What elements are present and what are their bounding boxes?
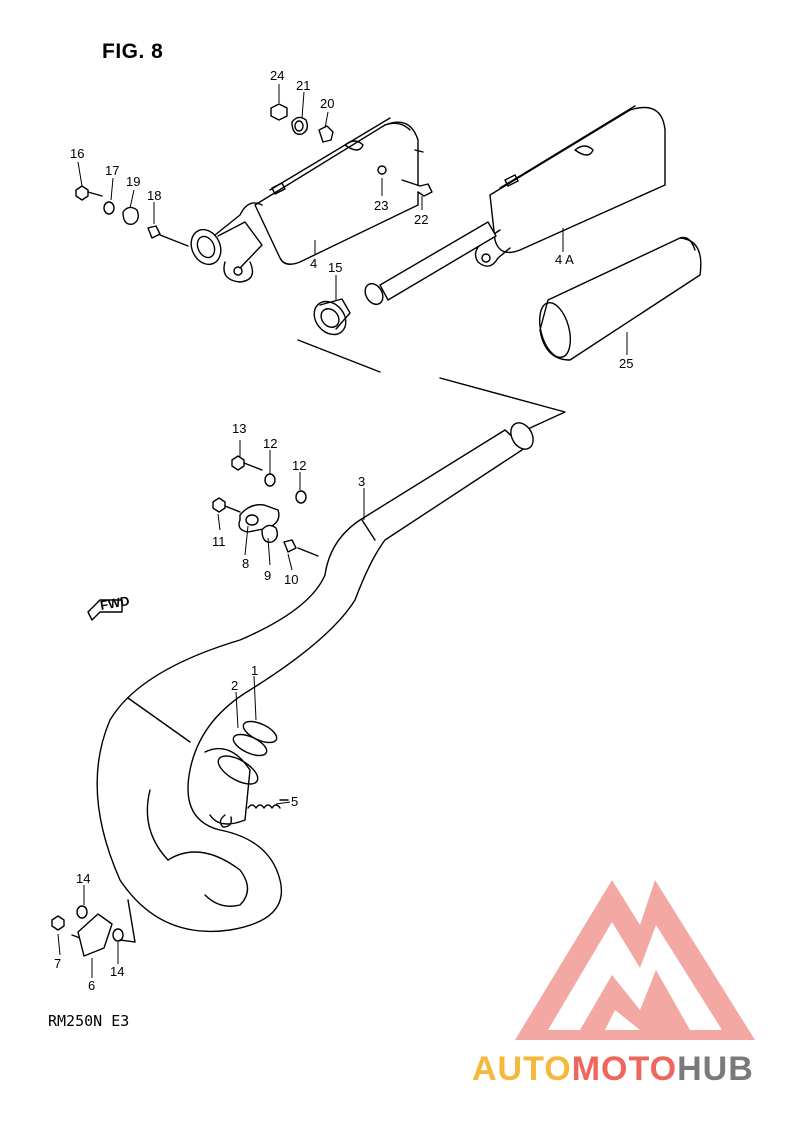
- callout-13: 13: [232, 421, 246, 436]
- figure-title: FIG. 8: [102, 40, 164, 63]
- callout-12-lower: 12: [292, 458, 306, 473]
- silencer-packing: [538, 236, 702, 361]
- bracket-parts: [212, 455, 319, 557]
- spring-5: [247, 799, 289, 809]
- callout-1: 1: [251, 663, 258, 678]
- callout-17: 17: [105, 163, 119, 178]
- callout-22: 22: [414, 212, 428, 227]
- muffler-left: [190, 117, 424, 283]
- model-code: RM250N E3: [48, 1012, 130, 1030]
- fwd-label: FWD: [99, 593, 131, 613]
- leader-lines: [57, 84, 628, 978]
- callout-24: 24: [270, 68, 284, 83]
- callout-4: 4: [310, 256, 317, 271]
- callout-4a: 4 A: [555, 252, 574, 267]
- callout-10: 10: [284, 572, 298, 587]
- callout-15: 15: [328, 260, 342, 275]
- callout-23: 23: [374, 198, 388, 213]
- callout-14-top: 14: [76, 871, 90, 886]
- callout-19: 19: [126, 174, 140, 189]
- brand-moto: MOTO: [571, 1050, 678, 1088]
- bottom-bracket: [51, 899, 136, 957]
- callout-14-bottom: 14: [110, 964, 124, 979]
- callout-9: 9: [264, 568, 271, 583]
- callout-labels: 24 21 20 16 17 19 18 23 22 4 15 4 A 25 1…: [54, 68, 633, 993]
- watermark-brand: AUTOMOTOHUB: [472, 1050, 754, 1089]
- callout-20: 20: [320, 96, 334, 111]
- fwd-arrow-icon: [87, 599, 123, 621]
- brand-hub: HUB: [677, 1050, 754, 1088]
- callout-11: 11: [212, 534, 226, 549]
- callout-6: 6: [88, 978, 95, 993]
- grommet-15: [313, 298, 351, 336]
- callout-12-top: 12: [263, 436, 277, 451]
- fastener-group-top: [75, 103, 433, 247]
- callout-18: 18: [147, 188, 161, 203]
- callout-7: 7: [54, 956, 61, 971]
- brand-auto: AUTO: [472, 1050, 572, 1088]
- exhaust-pipe: [96, 422, 534, 933]
- triangle-m-logo: [515, 880, 755, 1040]
- callout-21: 21: [296, 78, 310, 93]
- callout-3: 3: [358, 474, 365, 489]
- callout-16: 16: [70, 146, 84, 161]
- muffler-right: [364, 105, 666, 306]
- callout-25: 25: [619, 356, 633, 371]
- callout-2: 2: [231, 678, 238, 693]
- gaskets: [232, 720, 278, 757]
- callout-5: 5: [291, 794, 298, 809]
- callout-8: 8: [242, 556, 249, 571]
